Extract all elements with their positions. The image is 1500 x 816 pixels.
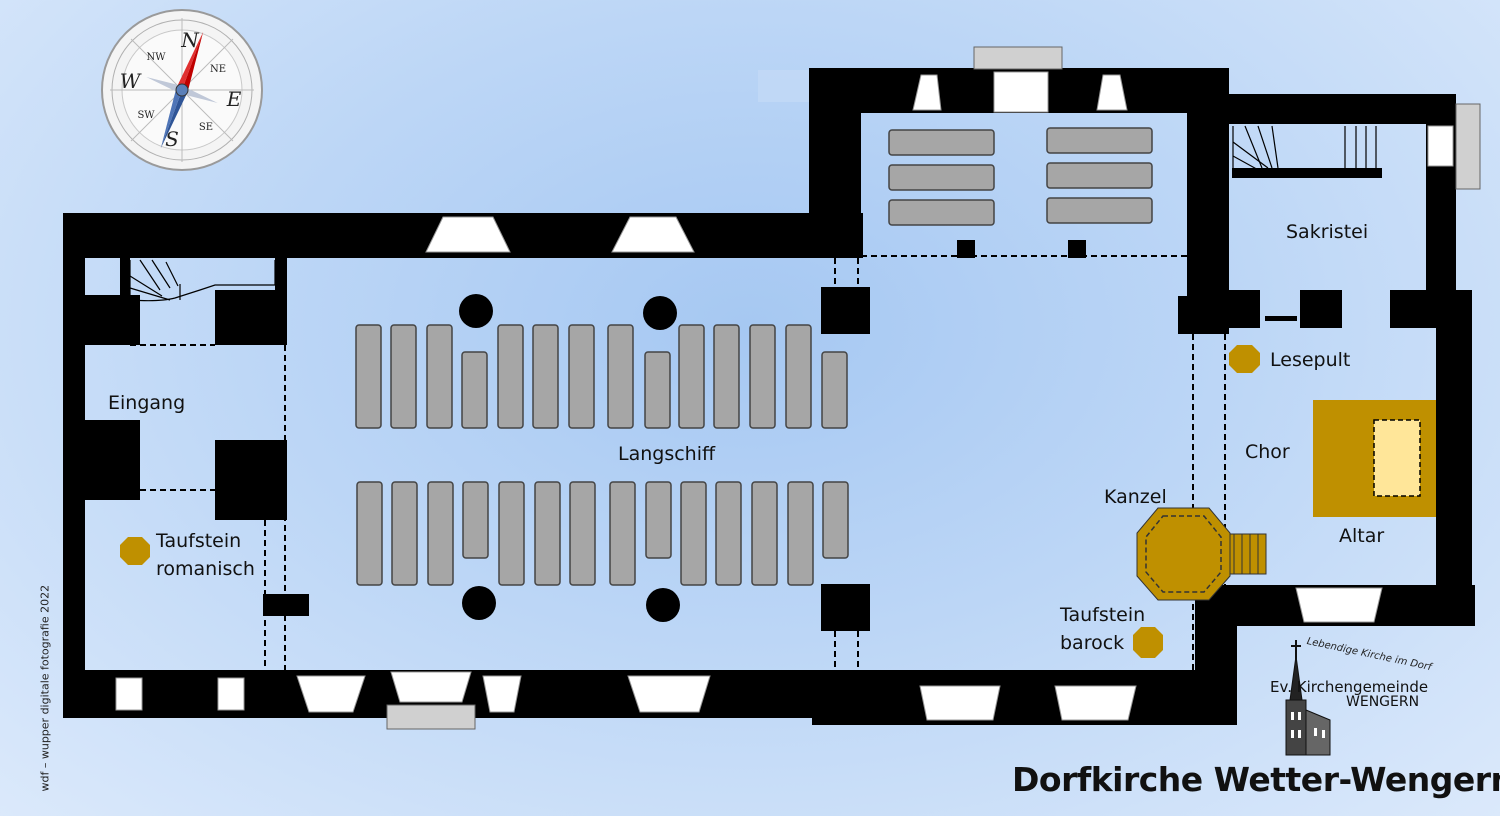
label-taufstein-romanisch-2: romanisch (156, 558, 255, 580)
altar (1313, 400, 1436, 517)
logo-line-2: WENGERN (1346, 694, 1420, 710)
compass-e: E (226, 87, 242, 111)
nave-pews-south (356, 481, 849, 586)
label-eingang: Eingang (108, 392, 186, 414)
compass-sw: SW (137, 110, 155, 121)
lectern (1229, 345, 1260, 373)
compass-se: SE (199, 122, 213, 133)
parish-logo: Lebendige Kirche im Dorf Ev. Kirchengeme… (1262, 636, 1452, 760)
label-langschiff: Langschiff (618, 443, 716, 465)
compass-rose: N S E W NE NW SE SW (101, 9, 263, 171)
stairs-west (129, 259, 276, 302)
logo-line-1: Ev. Kirchengemeinde (1270, 678, 1429, 696)
compass-s: S (165, 127, 179, 151)
label-altar: Altar (1339, 525, 1385, 547)
photo-credit: wdf – wupper digitale fotografie 2022 (38, 584, 52, 792)
compass-nw: NW (146, 52, 166, 63)
pulpit (1136, 507, 1267, 601)
page-title: Dorfkirche Wetter-Wengern (1012, 760, 1500, 799)
label-taufstein-barock-1: Taufstein (1060, 604, 1146, 626)
choir-pews (888, 127, 1153, 226)
dashed-boundaries (130, 255, 1226, 670)
compass-ne: NE (210, 64, 226, 75)
sacristy-door (1265, 316, 1297, 321)
columns (459, 294, 680, 622)
stairs-sacristy (1232, 125, 1377, 173)
windows (115, 71, 1454, 721)
font-romanesque (120, 537, 150, 565)
label-kanzel: Kanzel (1104, 486, 1167, 508)
tower-annex-shade (758, 70, 810, 102)
outer-ledges (386, 46, 1481, 730)
font-baroque (1133, 627, 1163, 658)
compass-n: N (180, 28, 200, 52)
label-chor: Chor (1245, 441, 1290, 463)
compass-w: W (120, 69, 142, 93)
label-taufstein-barock-2: barock (1060, 632, 1125, 654)
logo-arc-text: Lebendige Kirche im Dorf (1305, 636, 1433, 674)
label-sakristei: Sakristei (1286, 221, 1369, 243)
church-logo-icon (1285, 640, 1331, 756)
label-taufstein-romanisch-1: Taufstein (156, 530, 242, 552)
nave-pews-north (355, 324, 848, 429)
label-lesepult: Lesepult (1270, 349, 1351, 371)
